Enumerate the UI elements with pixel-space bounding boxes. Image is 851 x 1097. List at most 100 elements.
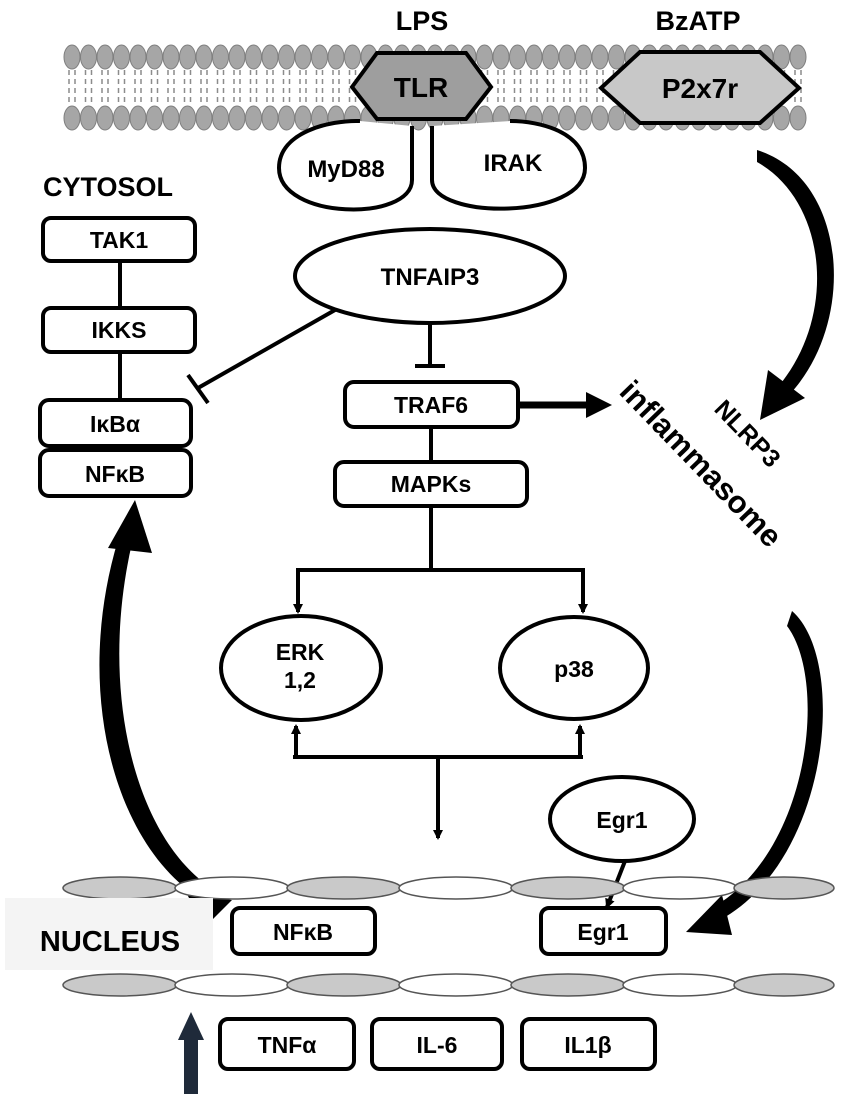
p2x7r-label: P2x7r (662, 73, 738, 104)
myd88-node: MyD88 (276, 118, 414, 212)
il6-label: IL-6 (417, 1032, 458, 1058)
lipid-head (146, 105, 163, 131)
tnfa-box (218, 1017, 356, 1071)
lipid-head (179, 44, 196, 70)
lipid-head (212, 44, 229, 70)
nucleus-label: NUCLEUS (40, 926, 180, 958)
irak-node: IRAK (430, 119, 588, 211)
lipid-head (96, 105, 114, 131)
nuclear-envelope-top (62, 876, 835, 900)
lipid-head (245, 105, 262, 131)
tlr-hexagon (349, 51, 494, 121)
lipid-head (63, 44, 81, 70)
erk12-label-line1: ERK (276, 639, 325, 665)
tak1-label: TAK1 (90, 227, 149, 253)
lipid-head (294, 105, 312, 131)
lipid-head (278, 44, 295, 70)
egr1-cytosol-ellipse (548, 775, 696, 863)
lipid-head (228, 44, 246, 70)
lipid-head (327, 44, 345, 70)
lipid-head (129, 44, 147, 70)
nfkb-cytosol-label: NFκB (85, 461, 145, 487)
il1b-box (520, 1017, 657, 1071)
lipid-head (344, 44, 361, 70)
cytokine-tnfa: TNFα (218, 1017, 356, 1071)
lipid-head (113, 44, 130, 70)
tnfaip3-node: TNFAIP3 (293, 227, 567, 325)
myd88-shape (276, 118, 414, 212)
lipid-head (179, 105, 196, 131)
egr1-cytosol-node: Egr1 (548, 775, 696, 863)
lipid-head (509, 44, 526, 70)
ikba-node: IκBα (38, 398, 193, 448)
lipid-head (80, 44, 97, 70)
lipid-head (261, 105, 279, 131)
lipid-head (575, 105, 592, 131)
lipid-head (311, 44, 328, 70)
nfkb-shuttle-arrow (99, 500, 232, 928)
nfkb-nuclear-box (230, 906, 377, 956)
nfkb-nuclear-node: NFκB (230, 906, 377, 956)
ikba-label: IκBα (90, 411, 140, 437)
lipid-head (63, 105, 81, 131)
il6-box (370, 1017, 504, 1071)
lipid-head (195, 105, 213, 131)
erk12-label-line2: 1,2 (284, 667, 316, 693)
lipid-head (591, 105, 609, 131)
lipid-head (608, 44, 625, 70)
tnfaip3-label: TNFAIP3 (381, 264, 480, 291)
cytokine-il1b: IL1β (520, 1017, 657, 1071)
ikks-node: IKKS (41, 306, 197, 354)
tnfa-label: TNFα (258, 1032, 317, 1058)
lipid-head (789, 105, 807, 131)
lipid-head (542, 44, 559, 70)
erk-p38-to-nucleus-arrows (291, 724, 585, 840)
lipid-head (162, 105, 180, 131)
p2x7r-to-nlrp3-arrow (757, 150, 834, 420)
egr1-nuclear-box (539, 906, 668, 956)
egr1-nuclear-label: Egr1 (577, 919, 628, 945)
lipid-head (525, 44, 543, 70)
tlr-receptor: TLR (349, 51, 494, 121)
ikks-label: IKKS (92, 317, 147, 343)
cytosol-label: CYTOSOL (43, 172, 173, 202)
lipid-head (492, 44, 510, 70)
lipid-head (195, 44, 213, 70)
inflammasome-to-egr1-arrow (686, 611, 823, 935)
lipid-head (113, 105, 130, 131)
lipid-head (129, 105, 147, 131)
il1b-label: IL1β (564, 1032, 611, 1058)
lipid-head (558, 44, 576, 70)
cytokine-il6: IL-6 (370, 1017, 504, 1071)
nuclear-envelope-bottom (62, 973, 835, 997)
lipid-head (261, 44, 279, 70)
lipid-head (476, 44, 493, 70)
mapks-node: MAPKs (333, 460, 529, 508)
bzatp-label: BzATP (656, 6, 741, 36)
tlr-label: TLR (394, 72, 448, 103)
p2x7r-receptor: P2x7r (598, 50, 802, 125)
tak1-box (41, 216, 197, 263)
lipid-head (558, 105, 576, 131)
ikks-box (41, 306, 197, 354)
ikba-box (38, 398, 193, 448)
lipid-head (146, 44, 163, 70)
myd88-label: MyD88 (307, 156, 384, 183)
lipid-head (294, 44, 312, 70)
mapks-label: MAPKs (391, 471, 472, 497)
lipid-head (228, 105, 246, 131)
mapks-branch-arrows (293, 506, 588, 614)
tnfaip3-inhibits-traf6 (415, 323, 445, 368)
p38-node: p38 (498, 615, 650, 721)
nfkb-cytosol-node: NFκB (38, 448, 193, 498)
traf6-to-inflammasome-arrow (518, 392, 612, 418)
p2x7r-hexagon (598, 50, 802, 125)
nfkb-nuclear-label: NFκB (273, 919, 333, 945)
upregulation-arrow (178, 1012, 204, 1094)
lps-label: LPS (396, 6, 449, 36)
lipid-head (591, 44, 609, 70)
p38-ellipse (498, 615, 650, 721)
lipid-head (80, 105, 97, 131)
traf6-node: TRAF6 (343, 380, 520, 429)
